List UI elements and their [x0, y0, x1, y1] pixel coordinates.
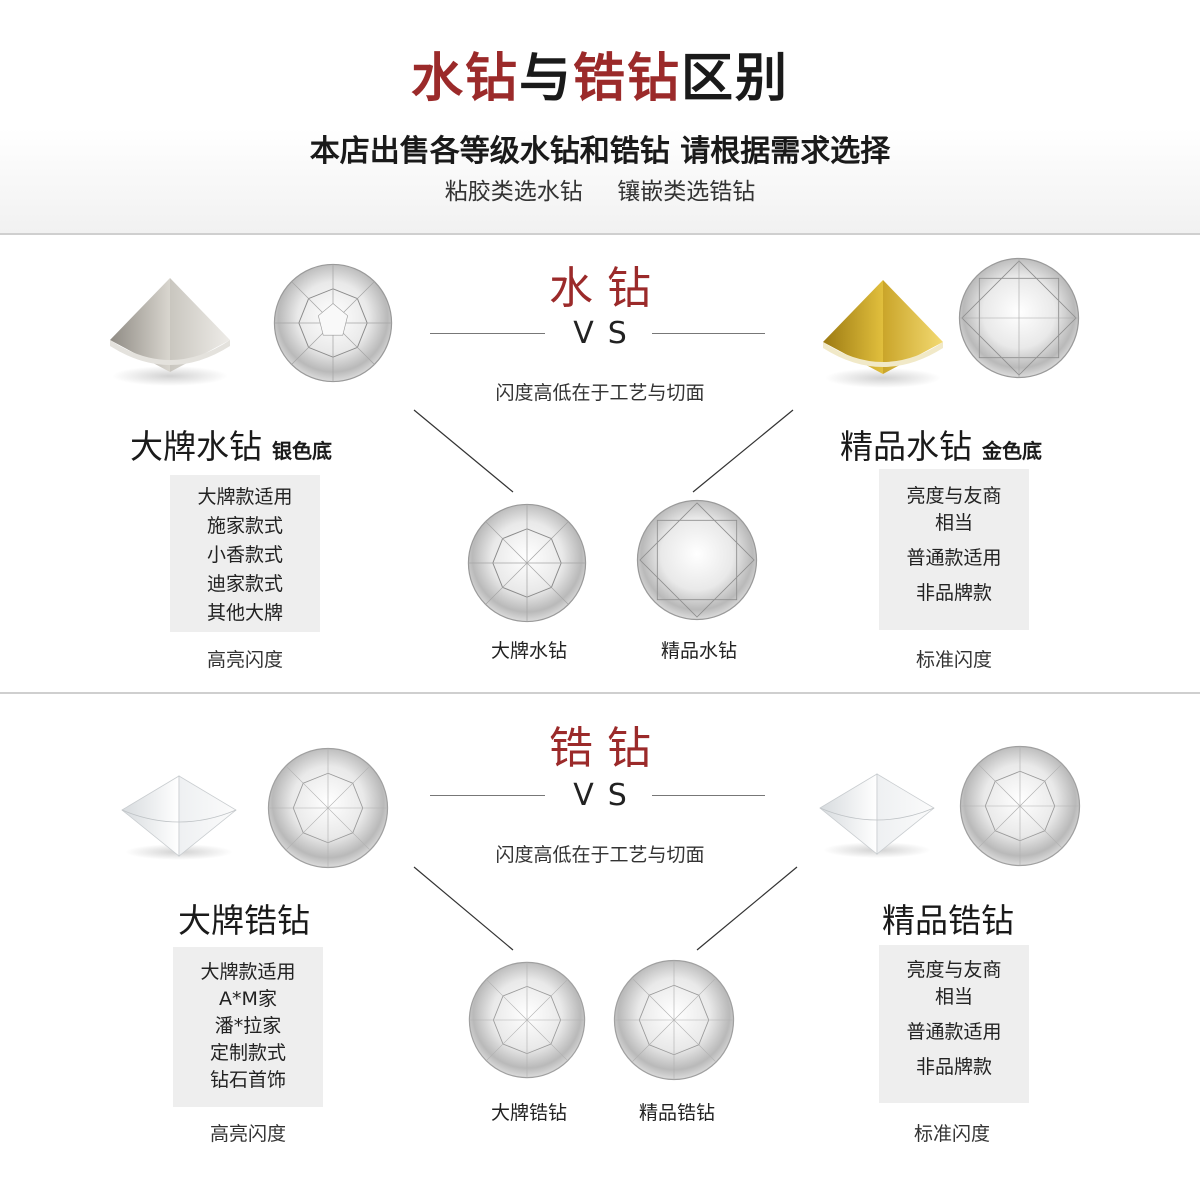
list-item: A*M家	[219, 988, 277, 1010]
title-part-and: 与	[518, 49, 573, 109]
big-brand-rhinestone-caption: 大牌水钻	[490, 640, 567, 662]
list-item: 施家款式	[206, 515, 283, 537]
title-part-difference: 区别	[681, 49, 790, 109]
page-title: 水钻与锆钻区别	[0, 36, 1200, 111]
big-brand-rhinestone-label: 大牌水钻银色底	[130, 420, 332, 468]
big-brand-zircon-side-image	[121, 775, 237, 860]
title-part-zircon: 锆钻	[573, 49, 682, 109]
big-brand-zircon-sparkle: 高亮闪度	[209, 1123, 286, 1145]
list-item: 小香款式	[206, 544, 283, 566]
big-brand-zircon-name: 大牌锆钻	[178, 901, 310, 940]
standard-rhinestone-label: 精品水钻金色底	[840, 420, 1042, 468]
standard-zircon-uses: 亮度与友商 相当 普通款适用 非品牌款	[879, 945, 1029, 1103]
standard-zircon-sparkle: 标准闪度	[913, 1123, 990, 1145]
big-brand-zircon-top-image	[267, 747, 389, 869]
standard-rhinestone-caption: 精品水钻	[660, 640, 737, 662]
page-subtitle: 本店出售各等级水钻和锆钻 请根据需求选择	[309, 134, 891, 169]
list-item: 潘*拉家	[214, 1015, 282, 1037]
big-brand-zircon-uses: 大牌款适用 A*M家 潘*拉家 定制款式 钻石首饰	[173, 947, 323, 1107]
list-item: 非品牌款	[915, 582, 992, 604]
list-item: 亮度与友商	[906, 485, 1002, 507]
big-brand-zircon-caption: 大牌锆钻	[490, 1102, 567, 1124]
section2-vs-line-right	[652, 795, 765, 796]
big-brand-zircon-compare-image	[468, 961, 586, 1079]
page-subtitle-secondary: 粘胶类选水钻 镶嵌类选锆钻	[444, 179, 756, 205]
section1-title: 水钻	[549, 263, 665, 314]
list-item: 亮度与友商	[906, 959, 1002, 981]
list-item: 普通款适用	[906, 547, 1002, 569]
list-item: 其他大牌	[206, 602, 283, 624]
standard-rhinestone-top-image	[958, 257, 1080, 379]
standard-zircon-compare-image	[613, 959, 735, 1081]
list-item: 大牌款适用	[197, 486, 293, 508]
list-item: 相当	[934, 512, 973, 534]
list-item: 钻石首饰	[209, 1069, 286, 1091]
standard-zircon-top-image	[959, 745, 1081, 867]
list-item: 迪家款式	[206, 573, 283, 595]
gold-base-tag: 金色底	[982, 439, 1042, 463]
standard-rhinestone-uses: 亮度与友商 相当 普通款适用 非品牌款	[879, 469, 1029, 630]
standard-rhinestone-sparkle: 标准闪度	[915, 649, 992, 671]
big-brand-rhinestone-sparkle: 高亮闪度	[206, 649, 283, 671]
list-item: 相当	[934, 986, 973, 1008]
header-background	[0, 0, 1200, 233]
section-divider-middle	[0, 692, 1200, 694]
section2-vs-line-left	[430, 795, 545, 796]
section1-vs-line-left	[430, 333, 545, 334]
big-brand-rhinestone-top-image	[273, 263, 393, 383]
standard-zircon-caption: 精品锆钻	[638, 1102, 715, 1124]
section2-note: 闪度高低在于工艺与切面	[495, 844, 705, 866]
silver-base-rhinestone-image	[110, 278, 230, 386]
standard-rhinestone-name: 精品水钻	[840, 427, 972, 466]
section1-note: 闪度高低在于工艺与切面	[495, 382, 705, 404]
section2-title: 锆钻	[549, 723, 665, 774]
section-divider-top	[0, 233, 1200, 235]
big-brand-rhinestone-name: 大牌水钻	[130, 427, 262, 466]
silver-base-tag: 银色底	[272, 439, 332, 463]
section2-vs: VS	[573, 778, 641, 813]
section1-vs-line-right	[652, 333, 765, 334]
standard-rhinestone-compare-image	[636, 499, 758, 621]
gold-base-rhinestone-image	[823, 280, 943, 388]
title-part-rhinestone: 水钻	[410, 49, 519, 109]
big-brand-rhinestone-uses: 大牌款适用 施家款式 小香款式 迪家款式 其他大牌	[170, 475, 320, 632]
big-brand-rhinestone-compare-image	[467, 503, 587, 623]
list-item: 大牌款适用	[200, 961, 296, 983]
section1-vs: VS	[573, 316, 641, 351]
list-item: 非品牌款	[915, 1056, 992, 1078]
list-item: 定制款式	[209, 1042, 286, 1064]
standard-zircon-name: 精品锆钻	[882, 901, 1014, 940]
standard-zircon-side-image	[819, 773, 935, 858]
list-item: 普通款适用	[906, 1021, 1002, 1043]
